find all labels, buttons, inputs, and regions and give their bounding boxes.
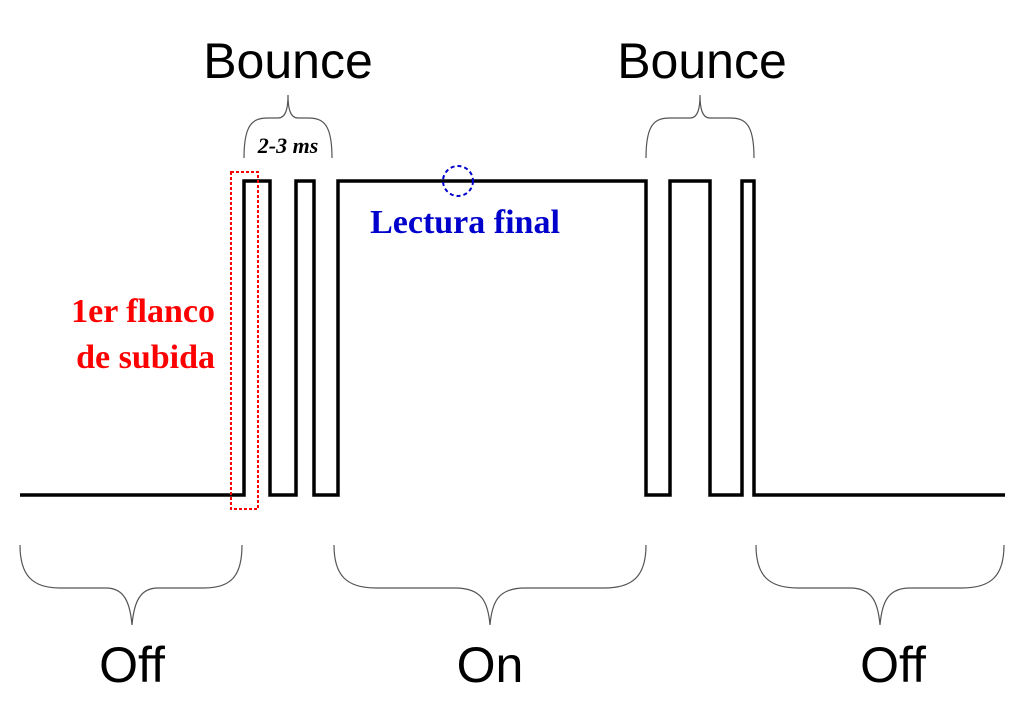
state-off-right-label: Off (860, 637, 926, 693)
bounce-brace-left (243, 94, 333, 159)
signal-waveform (20, 179, 1005, 497)
bounce-label-right: Bounce (617, 33, 787, 89)
off-brace-right (755, 544, 1005, 626)
off-brace-left (19, 544, 243, 626)
final-read-label: Lectura final (370, 204, 560, 241)
first-rising-edge-box (230, 171, 259, 510)
first-edge-label-line1: 1er flanco (71, 293, 215, 330)
first-edge-label-line2: de subida (76, 339, 215, 376)
final-read-marker (442, 165, 474, 197)
state-on-label: On (457, 637, 524, 693)
bounce-brace-right (645, 94, 755, 159)
bounce-label-left: Bounce (203, 33, 373, 89)
state-off-left-label: Off (99, 637, 165, 693)
on-brace (333, 544, 647, 626)
bounce-duration-label: 2-3 ms (257, 133, 319, 158)
